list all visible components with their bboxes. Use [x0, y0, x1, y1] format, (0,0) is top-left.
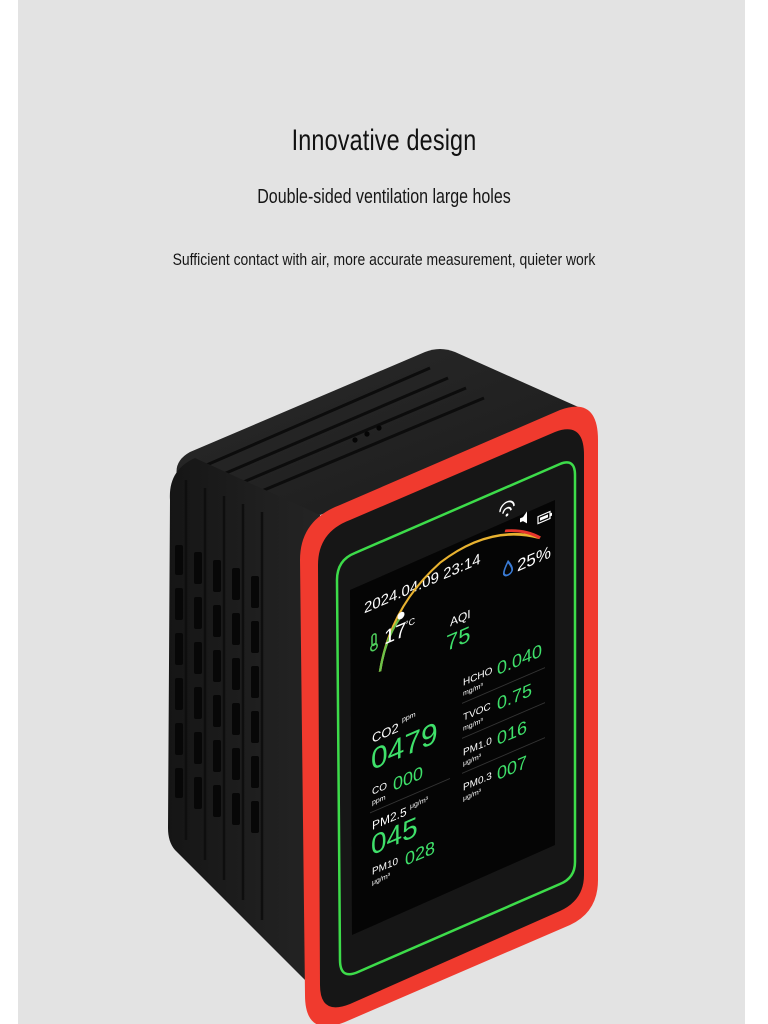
water-drop-icon [502, 559, 514, 577]
temperature-value: 17 [384, 618, 406, 650]
thermometer-icon [370, 633, 378, 652]
device-side-vents [168, 458, 320, 995]
page-subtitle: Double-sided ventilation large holes [257, 186, 511, 208]
page-title: Innovative design [291, 124, 477, 157]
speaker-icon [520, 511, 527, 524]
battery-icon [537, 510, 552, 525]
page-description: Sufficient contact with air, more accura… [172, 250, 596, 269]
green-frame [335, 461, 577, 976]
temperature-unit: °C [405, 615, 415, 630]
lcd-screen: 25% 2024.04.09 23:14 17 °C AQI 75 CO2 pp… [350, 500, 555, 935]
device-top-face [176, 349, 585, 515]
aqi-gauge-indicator [397, 611, 405, 620]
wifi-icon [499, 500, 515, 517]
